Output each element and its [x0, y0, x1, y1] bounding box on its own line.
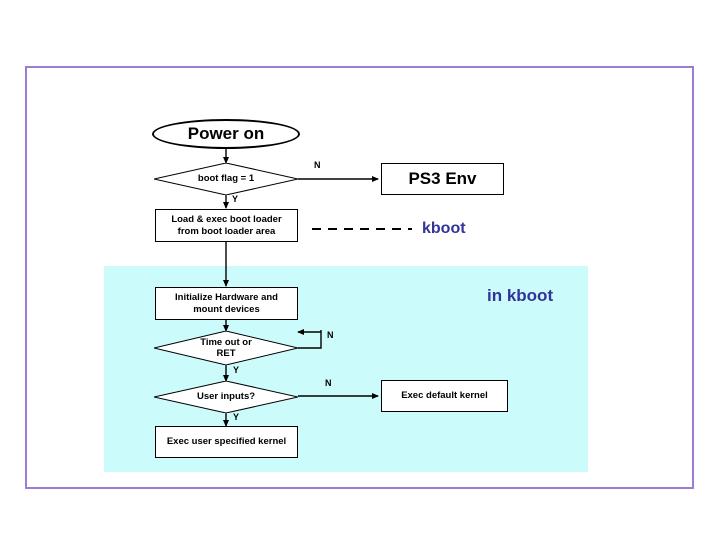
node-ps3-env[interactable]: PS3 Env [381, 163, 504, 195]
branch-label-user-inputs-y: Y [233, 412, 240, 422]
node-user-inputs-label: User inputs? [196, 391, 256, 403]
node-ps3-env-label: PS3 Env [408, 169, 477, 188]
node-initialize-hardware-line1: Initialize Hardware and [175, 291, 278, 303]
node-exec-user-kernel-label: Exec user specified kernel [166, 436, 287, 448]
node-exec-default-kernel[interactable]: Exec default kernel [381, 380, 508, 412]
branch-label-user-inputs-n: N [325, 378, 332, 388]
branch-label-timeout-y: Y [233, 365, 240, 375]
node-initialize-hardware[interactable]: Initialize Hardware and mount devices [155, 287, 298, 320]
node-exec-user-kernel[interactable]: Exec user specified kernel [155, 426, 298, 458]
node-load-exec-line1: Load & exec boot loader [171, 213, 282, 225]
node-power-on-label: Power on [187, 124, 265, 143]
node-initialize-hardware-line2: mount devices [193, 303, 260, 315]
node-timeout-line1: Time out or [200, 336, 252, 348]
node-user-inputs-decision[interactable]: User inputs? [154, 381, 298, 413]
annotation-in-kboot: in kboot [487, 286, 554, 305]
node-exec-default-kernel-label: Exec default kernel [401, 390, 488, 402]
branch-label-boot-flag-n: N [314, 160, 321, 170]
branch-label-timeout-n: N [327, 330, 334, 340]
node-load-exec-line2: from boot loader area [177, 225, 276, 237]
node-load-exec-boot-loader[interactable]: Load & exec boot loader from boot loader… [155, 209, 298, 242]
node-timeout-label: Time out or RET [154, 331, 298, 365]
node-boot-flag-decision[interactable]: boot flag = 1 [154, 163, 298, 195]
node-timeout-line2: RET [216, 348, 236, 359]
node-power-on[interactable]: Power on [152, 119, 300, 149]
outer-frame [25, 66, 694, 489]
annotation-kboot: kboot [422, 220, 466, 237]
node-boot-flag-label: boot flag = 1 [197, 173, 255, 185]
branch-label-boot-flag-y: Y [232, 194, 239, 204]
node-timeout-decision[interactable]: Time out or RET [154, 331, 298, 365]
